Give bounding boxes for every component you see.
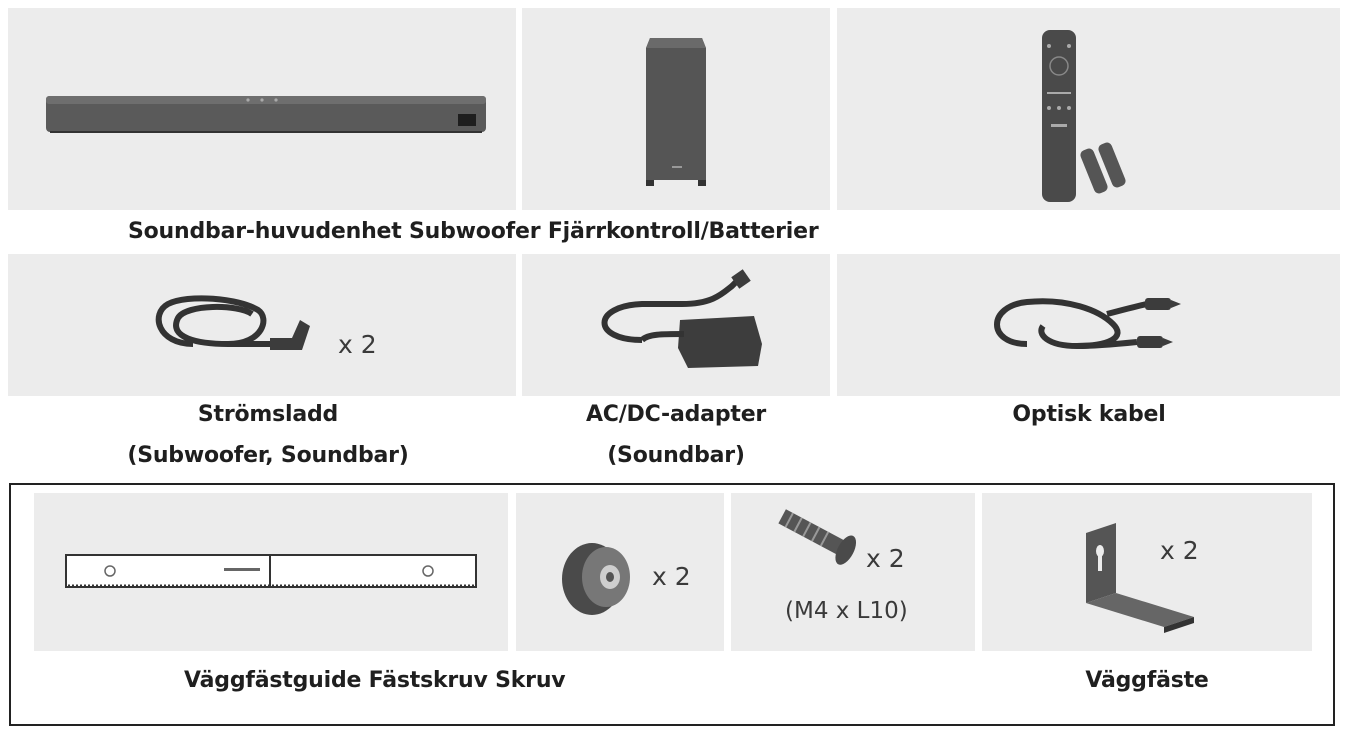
subwoofer-panel xyxy=(522,8,830,210)
power-cord-icon xyxy=(155,295,310,350)
remote-control-icon xyxy=(1042,30,1076,202)
row1-label: Soundbar-huvudenhet Subwoofer Fjärrkontr… xyxy=(128,219,819,244)
optical-cable-panel xyxy=(837,254,1340,396)
power-cord-panel xyxy=(8,254,516,396)
screw-spec: (M4 x L10) xyxy=(785,598,908,624)
row3-label-right: Väggfäste xyxy=(1085,668,1209,693)
adapter-label-line1: AC/DC-adapter xyxy=(585,402,767,427)
subwoofer-icon xyxy=(646,38,706,186)
optical-cable-label: Optisk kabel xyxy=(1012,402,1166,427)
adapter-panel xyxy=(522,254,830,396)
batteries-icon xyxy=(1080,142,1126,194)
screw-panel xyxy=(731,493,975,651)
wall-mount-guide-panel xyxy=(34,493,508,651)
soundbar-icon xyxy=(46,96,486,133)
power-cord-label-line1: Strömsladd xyxy=(197,402,339,427)
row3-label-left: Väggfästguide Fästskruv Skruv xyxy=(184,668,566,693)
holder-screw-qty: x 2 xyxy=(652,562,691,591)
wall-mount-frame xyxy=(9,483,1335,726)
wall-bracket-icon xyxy=(1086,523,1194,633)
adapter-label-line2: (Soundbar) xyxy=(607,443,745,468)
adapter-icon xyxy=(601,269,762,368)
holder-screw-icon xyxy=(562,543,630,615)
power-cord-qty: x 2 xyxy=(338,330,377,359)
bracket-panel xyxy=(982,493,1312,651)
optical-cable-icon xyxy=(994,298,1181,350)
soundbar-panel xyxy=(8,8,516,210)
screw-qty: x 2 xyxy=(866,544,905,573)
power-cord-label-line2: (Subwoofer, Soundbar) xyxy=(127,443,409,468)
wall-mount-guide-icon xyxy=(65,554,477,588)
holder-screw-panel xyxy=(516,493,724,651)
screw-icon xyxy=(778,509,857,565)
bracket-qty: x 2 xyxy=(1160,536,1199,565)
remote-panel xyxy=(837,8,1340,210)
